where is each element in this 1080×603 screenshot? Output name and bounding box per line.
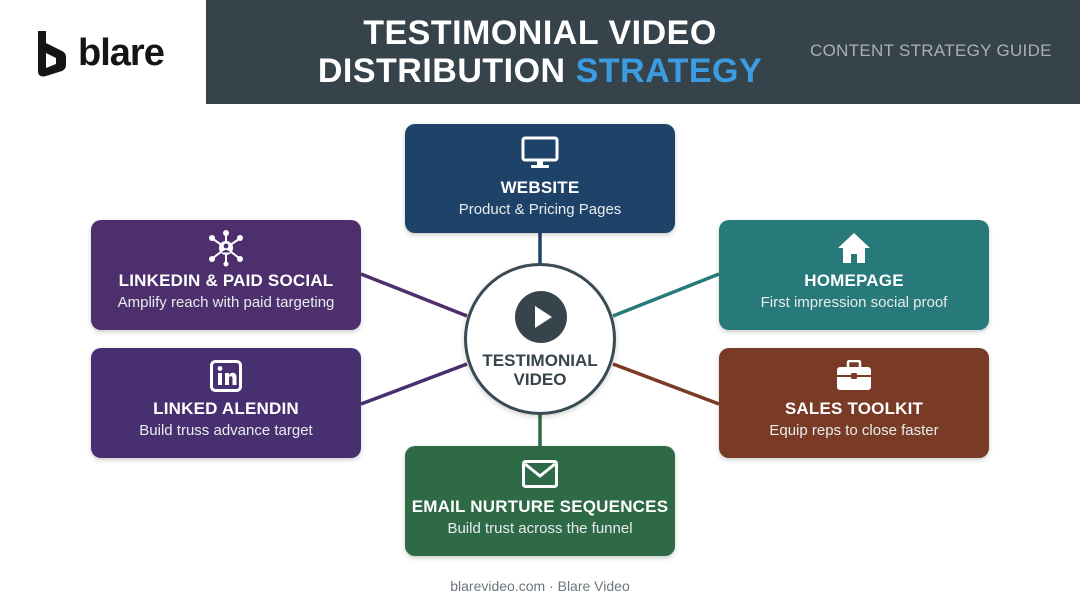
- node-sales-toolkit-title: SALES TOOLKIT: [784, 399, 924, 418]
- play-icon: [515, 291, 567, 343]
- header-bar: TESTIMONIAL VIDEO DISTRIBUTION STRATEGY …: [206, 0, 1080, 104]
- connector-sales: [612, 362, 720, 406]
- node-sales-toolkit: SALES TOOLKIT Equip reps to close faster: [719, 348, 989, 458]
- node-homepage-subtitle: First impression social proof: [760, 294, 948, 311]
- node-website: WEBSITE Product & Pricing Pages: [405, 124, 675, 233]
- node-email-nurture-title: EMAIL NURTURE SEQUENCES: [411, 497, 669, 516]
- brand-logo: blare: [34, 26, 204, 80]
- center-node: TESTIMONIAL VIDEO: [464, 263, 616, 415]
- node-linked-alendin: LINKED ALENDIN Build truss advance targe…: [91, 348, 361, 458]
- home-icon: [838, 233, 870, 263]
- title-accent-word: STRATEGY: [575, 52, 763, 90]
- node-linkedin-paid-social: LINKEDIN & PAID SOCIAL Amplify reach wit…: [91, 220, 361, 330]
- title-line-2-main: DISTRIBUTION: [317, 52, 566, 90]
- node-website-subtitle: Product & Pricing Pages: [458, 201, 622, 218]
- node-sales-toolkit-subtitle: Equip reps to close faster: [769, 422, 939, 439]
- linkedin-icon: [210, 360, 242, 392]
- connector-linked: [360, 362, 468, 406]
- node-email-nurture-subtitle: Build trust across the funnel: [447, 520, 633, 537]
- node-email-nurture: EMAIL NURTURE SEQUENCES Build trust acro…: [405, 446, 675, 556]
- page-subtitle: CONTENT STRATEGY GUIDE: [810, 41, 1052, 60]
- node-linked-alendin-title: LINKED ALENDIN: [153, 399, 299, 418]
- center-label-line-2: VIDEO: [513, 370, 567, 389]
- node-website-title: WEBSITE: [500, 178, 580, 197]
- node-homepage-title: HOMEPAGE: [804, 271, 904, 290]
- brand-name: blare: [78, 31, 165, 74]
- monitor-icon: [521, 136, 559, 168]
- node-linkedin-paid-social-title: LINKEDIN & PAID SOCIAL: [118, 271, 334, 290]
- blare-logo-icon: [38, 31, 66, 77]
- network-icon: [209, 230, 243, 267]
- title-line-1: TESTIMONIAL VIDEO: [363, 14, 717, 52]
- briefcase-icon: [837, 360, 871, 390]
- center-label: TESTIMONIAL VIDEO: [467, 351, 613, 389]
- envelope-icon: [522, 460, 558, 488]
- node-linkedin-paid-social-subtitle: Amplify reach with paid targeting: [117, 294, 335, 311]
- node-homepage: HOMEPAGE First impression social proof: [719, 220, 989, 330]
- center-label-line-1: TESTIMONIAL: [482, 351, 598, 370]
- connector-social: [360, 272, 468, 318]
- node-linked-alendin-subtitle: Build truss advance target: [139, 422, 313, 439]
- footer-credit: blarevideo.com · Blare Video: [450, 578, 630, 594]
- title-line-2: DISTRIBUTION STRATEGY: [206, 52, 874, 90]
- page-title: TESTIMONIAL VIDEO DISTRIBUTION STRATEGY: [206, 14, 874, 90]
- connector-home: [612, 272, 720, 318]
